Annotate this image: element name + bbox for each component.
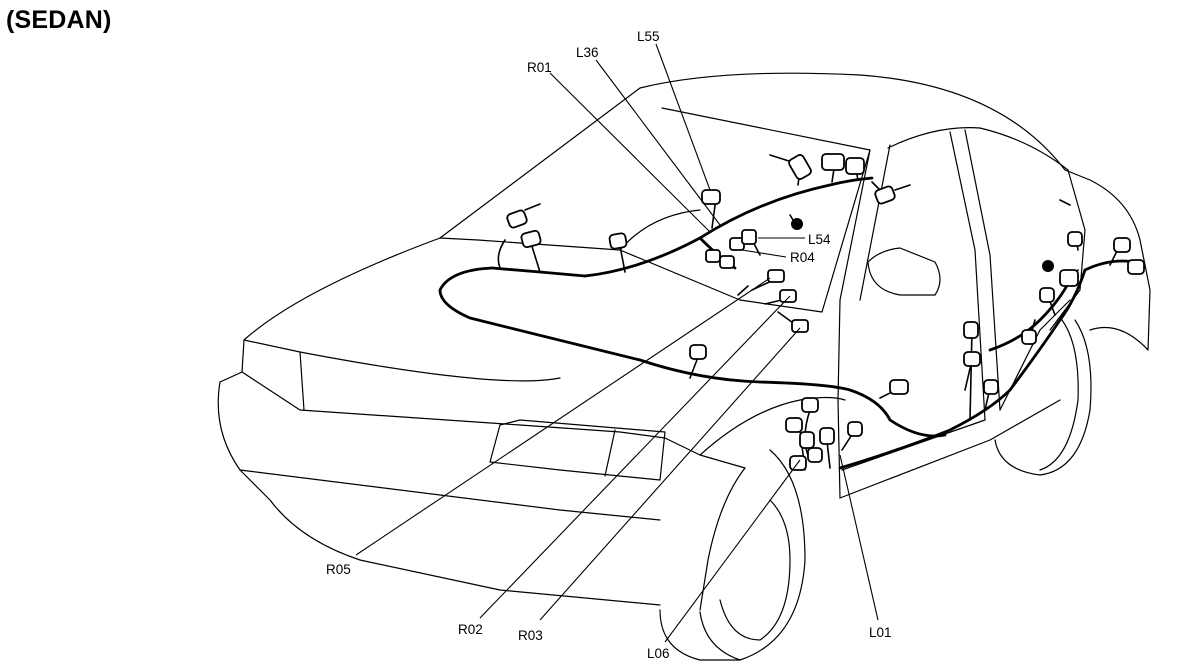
connector <box>874 185 896 205</box>
callout-L06: L06 <box>647 646 670 661</box>
connector <box>701 189 721 205</box>
connector <box>847 421 863 437</box>
connector <box>788 154 812 180</box>
connector <box>963 351 981 367</box>
connector <box>983 379 999 395</box>
connector <box>767 269 785 283</box>
callout-L01: L01 <box>869 625 892 640</box>
connector <box>689 344 707 360</box>
leader-line-L06 <box>664 459 801 643</box>
callout-labels: R01 L36 L55 L54 R04 R05 R02 R03 L06 L01 <box>326 29 892 661</box>
connector <box>520 229 542 249</box>
leader-line-L01 <box>839 454 879 621</box>
connector <box>1067 231 1083 247</box>
leader-lines <box>355 43 879 643</box>
leader-line-L55 <box>655 43 711 191</box>
connector <box>799 431 815 449</box>
callout-R03: R03 <box>518 628 543 643</box>
leader-line-L36 <box>595 59 721 226</box>
connector <box>779 289 797 303</box>
connector <box>807 447 823 463</box>
car-body-outline <box>217 72 1151 661</box>
connector <box>705 249 721 263</box>
connector <box>791 319 809 333</box>
leader-line-R05 <box>355 277 771 556</box>
grommet <box>1042 260 1054 272</box>
connector <box>785 417 803 433</box>
leader-line-R03 <box>539 327 801 621</box>
connector <box>506 209 528 229</box>
connector <box>741 229 757 245</box>
connector <box>889 379 909 395</box>
connector <box>1039 287 1055 303</box>
callout-R01: R01 <box>527 60 552 75</box>
connector <box>1021 329 1037 345</box>
callout-R05: R05 <box>326 562 351 577</box>
connector <box>801 397 819 413</box>
connector <box>821 153 845 171</box>
connector <box>845 157 865 175</box>
connector <box>1113 237 1131 253</box>
leader-line-R01 <box>549 72 711 233</box>
leader-line-R04 <box>741 249 787 258</box>
callout-R02: R02 <box>458 622 483 637</box>
connector <box>719 255 735 269</box>
connector <box>819 427 835 445</box>
diagram-title: (SEDAN) <box>6 6 112 34</box>
connector <box>608 232 628 250</box>
connector <box>1127 259 1145 275</box>
callout-L55: L55 <box>637 29 660 44</box>
callout-R04: R04 <box>790 250 815 265</box>
callout-L54: L54 <box>808 232 831 247</box>
callout-L36: L36 <box>576 45 599 60</box>
connector <box>1059 269 1079 287</box>
connector <box>963 321 979 339</box>
leader-line-R02 <box>479 295 791 619</box>
grommet <box>791 218 803 230</box>
